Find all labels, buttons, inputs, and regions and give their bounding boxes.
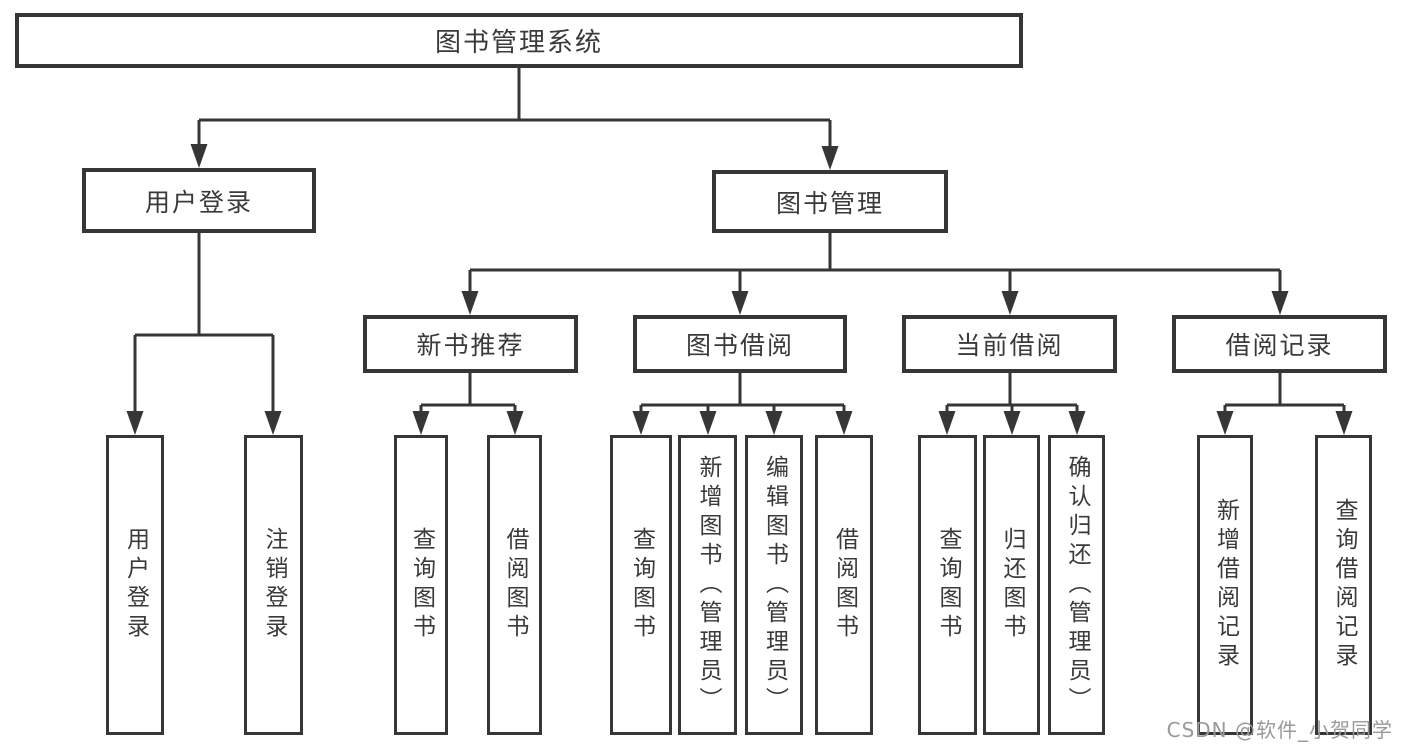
leaf-query-books-recommend: 查询图书: [394, 435, 448, 735]
leaf-borrow-books-recommend: 借阅图书: [487, 435, 542, 735]
connector-book-management-to-level3: [461, 233, 1289, 315]
connector-current-borrowing-to-leaves: [938, 373, 1086, 435]
node-borrowing-records: 借阅记录: [1172, 315, 1387, 373]
node-book-borrowing: 图书借阅: [633, 315, 847, 373]
leaf-user-login: 用户登录: [106, 435, 164, 735]
leaf-edit-books-admin: 编辑图书（管理员）: [745, 435, 803, 735]
leaf-query-books-borrowing: 查询图书: [610, 435, 672, 735]
node-root: 图书管理系统: [15, 13, 1023, 68]
leaf-query-borrow-record: 查询借阅记录: [1315, 435, 1372, 735]
connector-root-to-level2: [190, 68, 839, 170]
connector-book-borrowing-to-leaves: [632, 373, 853, 435]
node-current-borrowing: 当前借阅: [902, 315, 1117, 373]
connector-new-book-recommendation-to-leaves: [412, 373, 524, 435]
csdn-watermark: CSDN @软件_小贺同学: [1166, 718, 1393, 742]
leaf-logout-login: 注销登录: [244, 435, 303, 735]
node-user-login: 用户登录: [82, 168, 316, 233]
leaf-return-books: 归还图书: [983, 435, 1040, 735]
leaf-query-books-current: 查询图书: [918, 435, 977, 735]
node-new-book-recommendation: 新书推荐: [363, 315, 578, 373]
leaf-add-books-admin: 新增图书（管理员）: [678, 435, 737, 735]
node-book-management: 图书管理: [712, 170, 948, 233]
leaf-borrow-books-borrowing: 借阅图书: [815, 435, 873, 735]
leaf-confirm-return-admin: 确认归还（管理员）: [1048, 435, 1105, 735]
connector-borrowing-records-to-leaves: [1216, 373, 1353, 435]
leaf-add-borrow-record: 新增借阅记录: [1197, 435, 1253, 735]
connector-user-login-to-leaves: [126, 233, 282, 435]
